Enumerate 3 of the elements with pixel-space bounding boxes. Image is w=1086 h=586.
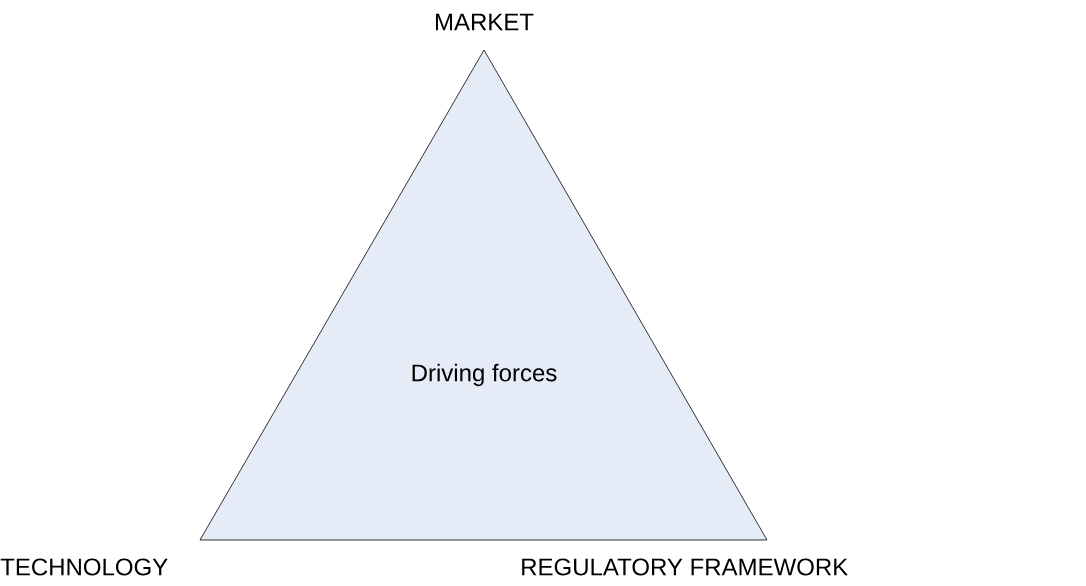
- corner-label: TECHNOLOGY: [0, 558, 168, 576]
- corner-label: REGULATORY FRAMEWORK: [522, 558, 848, 576]
- triangle: Driving forces: [199, 49, 768, 541]
